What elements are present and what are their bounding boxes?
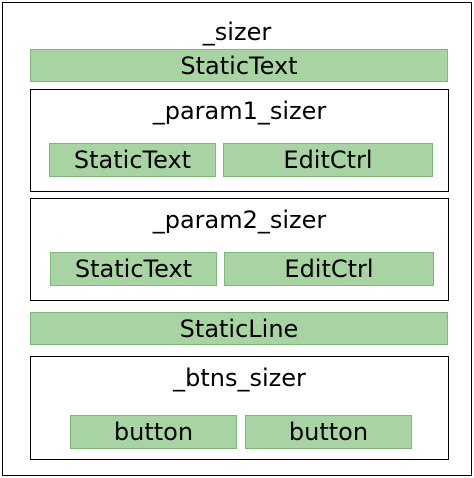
param2-sizer-box: _param2_sizer StaticText EditCtrl <box>30 198 449 301</box>
param2-sizer-title: _param2_sizer <box>152 206 327 234</box>
param2-edit-ctrl[interactable]: EditCtrl <box>224 252 434 286</box>
btns-sizer-box: _btns_sizer button button <box>30 356 449 460</box>
sizer-static-line: StaticLine <box>30 312 448 345</box>
btns-button-1[interactable]: button <box>70 415 237 449</box>
param1-sizer-title: _param1_sizer <box>152 97 327 125</box>
param1-sizer-box: _param1_sizer StaticText EditCtrl <box>30 89 449 192</box>
sizer-title: _sizer <box>202 18 272 46</box>
btns-button-2[interactable]: button <box>245 415 412 449</box>
param1-edit-ctrl[interactable]: EditCtrl <box>223 143 433 177</box>
param2-static-text: StaticText <box>50 252 217 286</box>
btns-sizer-title: _btns_sizer <box>173 364 306 392</box>
param1-static-text: StaticText <box>49 143 216 177</box>
sizer-static-text: StaticText <box>30 49 448 82</box>
